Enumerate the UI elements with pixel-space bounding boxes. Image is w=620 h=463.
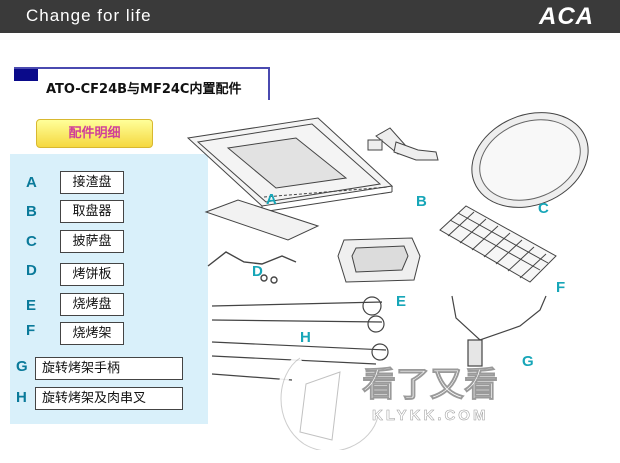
rotisserie-handle-drawing: [451, 295, 547, 367]
part-name-e: 烧烤盘: [60, 293, 124, 316]
pizza-pan-drawing: [471, 112, 589, 208]
slide-title: ATO-CF24B与MF24C内置配件: [46, 82, 242, 97]
watermark-text: 看了又看: [362, 365, 498, 405]
part-name-h: 旋转烤架及肉串叉: [35, 387, 183, 410]
part-letter-g: G: [16, 358, 28, 375]
part-letter-b: B: [26, 203, 37, 220]
diagram-label-f: F: [556, 279, 565, 296]
part-name-a: 接渣盘: [60, 171, 124, 194]
crumb-tray-drawing: [186, 117, 394, 213]
roasting-pan-drawing: [337, 237, 421, 283]
watermark-url: KLYKK.COM: [372, 407, 488, 424]
title-marker: [14, 69, 38, 81]
part-letter-a: A: [26, 174, 37, 191]
part-letter-e: E: [26, 297, 37, 314]
baking-plate-drawing: [204, 199, 320, 241]
part-name-c: 披萨盘: [60, 230, 124, 253]
part-name-f: 烧烤架: [60, 322, 124, 345]
diagram-label-e: E: [396, 293, 406, 310]
tray-lifter-drawing: [367, 127, 439, 161]
part-name-d: 烤饼板: [60, 263, 124, 286]
parts-legend-button: 配件明细: [36, 119, 153, 148]
diagram-label-c: C: [538, 200, 549, 217]
diagram-label-d: D: [252, 263, 263, 280]
part-name-g: 旋转烤架手柄: [35, 357, 183, 380]
part-name-b: 取盘器: [60, 200, 124, 223]
title-frame: [14, 67, 270, 100]
parts-list-panel: [10, 154, 208, 424]
diagram-label-g: G: [522, 353, 534, 370]
diagram-label-a: A: [266, 191, 277, 208]
part-letter-c: C: [26, 233, 37, 250]
part-letter-f: F: [26, 322, 36, 339]
accessories-diagram: A B C D E F G H: [186, 112, 589, 381]
diagram-label-b: B: [416, 193, 427, 210]
grill-rack-drawing: [439, 205, 557, 283]
part-letter-h: H: [16, 389, 27, 406]
handle-drawing: [207, 251, 297, 284]
watermark: 看了又看 KLYKK.COM: [276, 354, 498, 450]
aca-logo: ACA: [539, 3, 594, 30]
tagline: Change for life: [26, 6, 152, 25]
part-letter-d: D: [26, 262, 37, 279]
diagram-label-h: H: [300, 329, 311, 346]
top-header-bar: Change for life ACA: [0, 0, 620, 33]
